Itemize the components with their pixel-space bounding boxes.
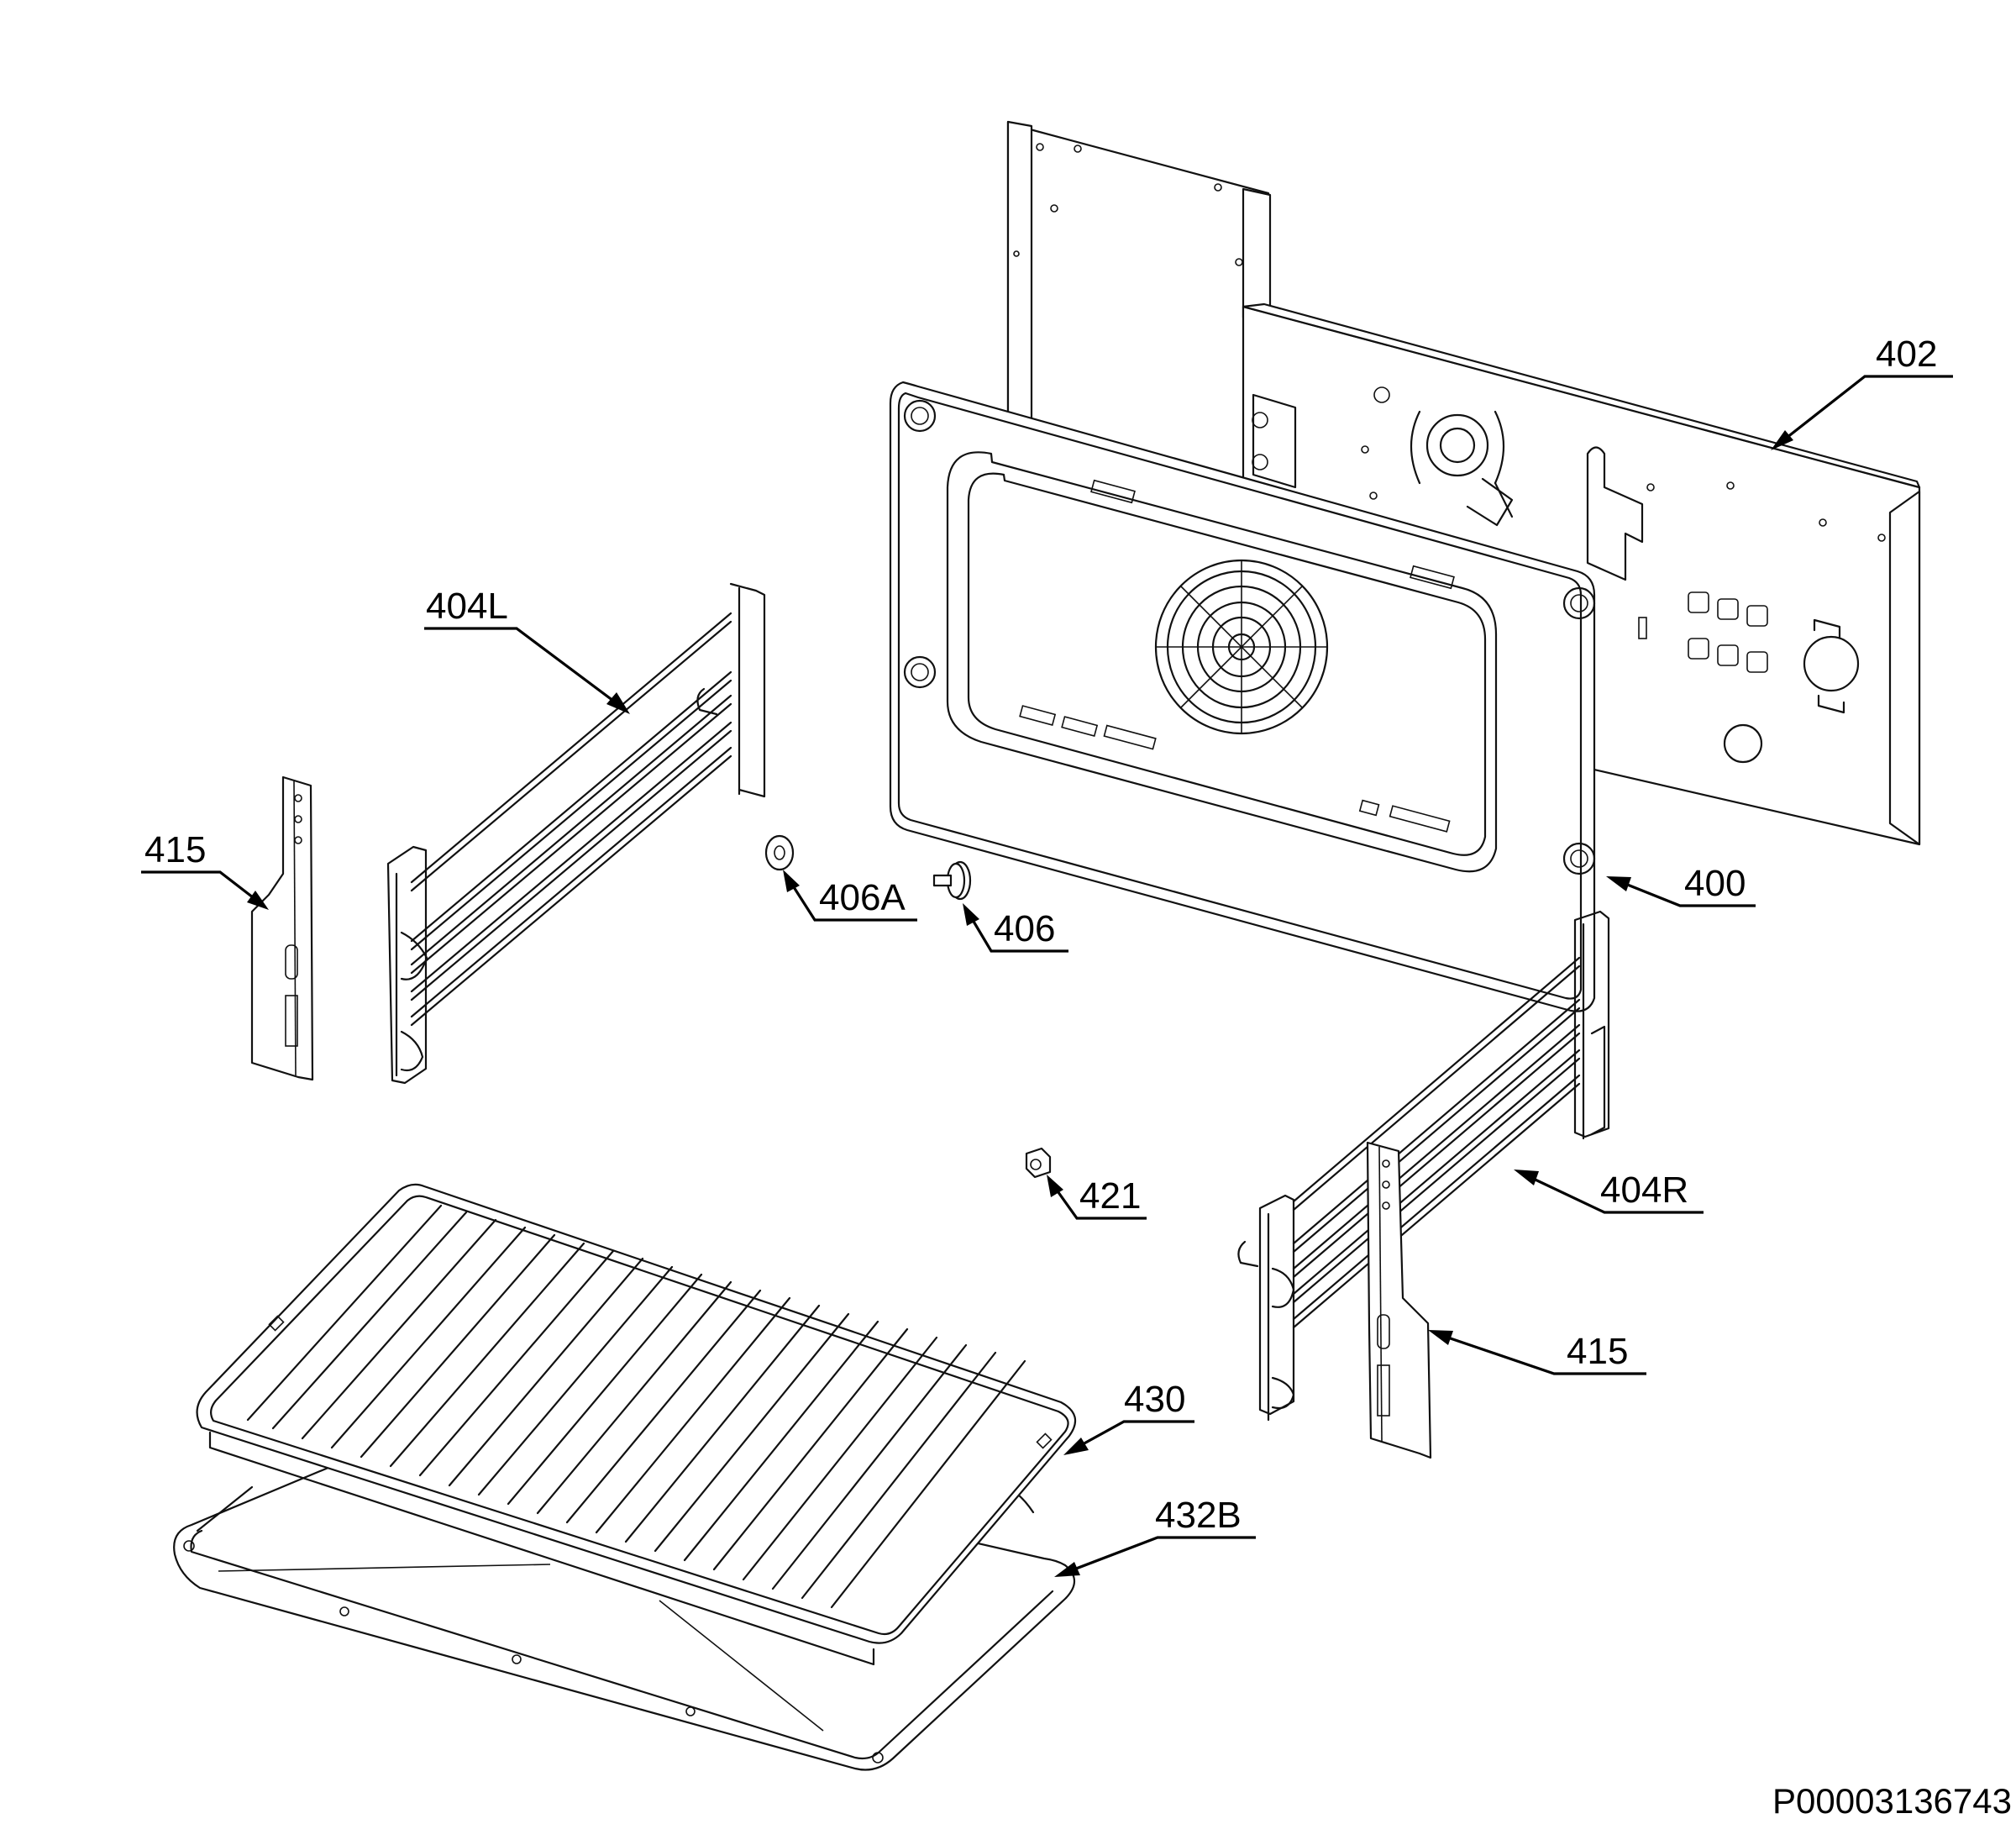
washer-406A: [764, 834, 795, 871]
label-430: 430: [1124, 1379, 1185, 1420]
screw-bosses: [903, 399, 1596, 875]
label-402: 402: [1876, 334, 1937, 375]
label-404R: 404R: [1600, 1170, 1688, 1211]
label-415-right: 415: [1567, 1331, 1628, 1372]
fan-grille: [1154, 559, 1329, 735]
wire-rack-430: [196, 1183, 1077, 1666]
shelf-runner-left-404L: [386, 582, 766, 1085]
label-404L: 404L: [426, 586, 508, 627]
callout-labels: 402 404L 415 406A 406 400 421 404R 415 4…: [144, 334, 2012, 1821]
label-406A: 406A: [819, 877, 906, 918]
leaders: [141, 375, 1953, 1577]
shelf-runner-right-404R: [1237, 910, 1610, 1422]
runner-rails-left: [410, 612, 732, 1027]
document-id: P00003136743: [1772, 1781, 2012, 1821]
runner-rails-right: [1292, 956, 1581, 1329]
nut-421: [1025, 1147, 1052, 1179]
rack-wires: [246, 1204, 1026, 1609]
label-400: 400: [1684, 863, 1746, 904]
bolt-406: [932, 860, 972, 901]
side-bracket-right-415: [1366, 1141, 1432, 1459]
terminal-block: [1688, 591, 1768, 673]
label-432B: 432B: [1155, 1495, 1242, 1536]
label-406: 406: [994, 908, 1055, 949]
side-bracket-left-415: [250, 775, 314, 1081]
fan-cover-400: [889, 381, 1596, 1012]
label-415-left: 415: [144, 829, 206, 870]
label-421: 421: [1079, 1175, 1141, 1217]
